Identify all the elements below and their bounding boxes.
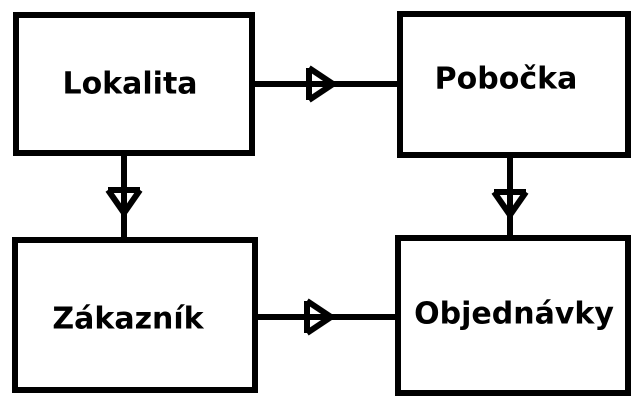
- relationship-lokalita-pobocka: [255, 65, 403, 103]
- crowfoot-arrow-icon: [307, 65, 339, 103]
- entity-box: [397, 11, 631, 158]
- entity-box: [395, 235, 631, 396]
- crowfoot-arrow-icon: [105, 188, 143, 219]
- crowfoot-arrow-icon: [305, 298, 337, 336]
- entity-pobocka: Pobočka: [397, 11, 631, 158]
- crowfoot-arrow-icon: [491, 190, 529, 221]
- entity-label-zakaznik: Zákazník: [52, 302, 204, 337]
- entity-label-pobocka: Pobočka: [435, 62, 578, 97]
- entity-box: [12, 237, 258, 393]
- relationship-zakaznik-objednavky: [258, 298, 398, 336]
- entity-box: [13, 12, 255, 156]
- entity-label-lokalita: Lokalita: [62, 67, 197, 102]
- entity-lokalita: Lokalita: [13, 12, 255, 156]
- entity-zakaznik: Zákazník: [12, 237, 258, 393]
- relationship-lokalita-zakaznik: [105, 153, 143, 240]
- relationship-pobocka-objednavky: [491, 155, 529, 238]
- entity-label-objednavky: Objednávky: [414, 297, 614, 332]
- entity-objednavky: Objednávky: [395, 235, 631, 396]
